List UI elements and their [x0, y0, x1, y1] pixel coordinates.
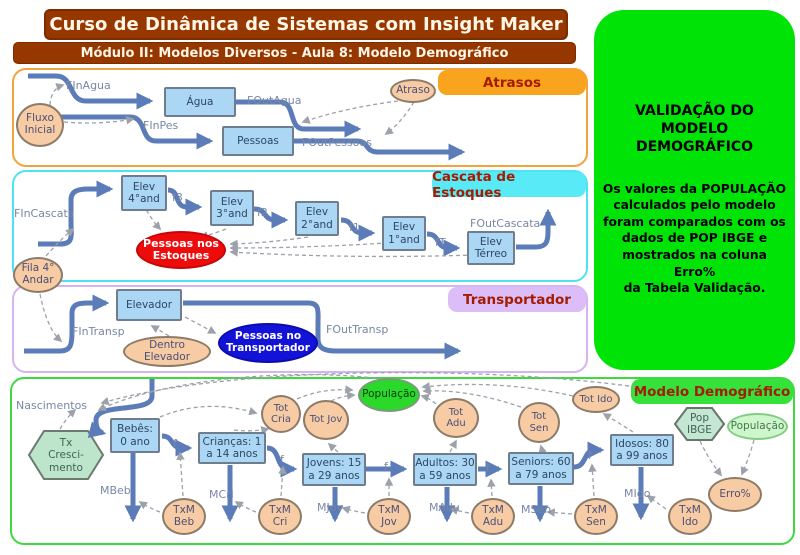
flow-label-madu[interactable]: MAdu: [429, 501, 460, 514]
flow-label-f1[interactable]: f1: [349, 221, 360, 234]
flow-label-fout-agua[interactable]: FOutAgua: [247, 94, 302, 107]
variable-atraso[interactable]: Atraso: [390, 79, 436, 103]
variable-tot-ido[interactable]: Tot Ido: [572, 386, 620, 413]
stock-adultos[interactable]: Adultos: 30 a 59 anos: [413, 453, 477, 486]
stock-pessoas[interactable]: Pessoas: [222, 126, 294, 156]
stock-agua[interactable]: Água: [164, 87, 236, 117]
panel-cascata-header: Cascata de Estoques: [432, 169, 586, 201]
stock-idosos[interactable]: Idosos: 80 a 99 anos: [610, 434, 674, 466]
panel-demografico: Modelo Demográfico: [10, 377, 795, 545]
flow-label-f-jovens[interactable]: f: [384, 460, 388, 473]
flow-label-fin-agua[interactable]: FInAgua: [66, 79, 111, 92]
flow-label-mjov[interactable]: MJov: [317, 501, 343, 514]
stock-elev-terreo[interactable]: Elev Térreo: [467, 231, 515, 265]
variable-fila-4-andar[interactable]: Fila 4° Andar: [13, 257, 63, 293]
stock-seniors[interactable]: Seniors: 60 a 79 anos: [508, 452, 574, 485]
flow-label-fin-pes[interactable]: FInPes: [143, 119, 179, 132]
converter-pop-ibge[interactable]: Pop IBGE: [687, 411, 712, 436]
flow-label-fin-transp[interactable]: FInTransp: [72, 325, 125, 338]
variable-tot-sen[interactable]: Tot Sen: [518, 402, 560, 443]
flow-label-f3[interactable]: f3: [172, 191, 183, 204]
note-pessoas-transportador[interactable]: Pessoas no Transportador: [218, 323, 318, 363]
converter-tx-crescimento[interactable]: Tx Cresci- mento: [48, 437, 84, 474]
flow-label-f-adultos[interactable]: f: [486, 462, 490, 475]
flow-label-mbeb[interactable]: MBeb: [100, 484, 131, 497]
panel-cascata: Cascata de Estoques: [12, 169, 588, 282]
panel-atrasos-header: Atrasos: [438, 70, 586, 95]
variable-tot-adu[interactable]: Tot Adu: [433, 398, 479, 438]
variable-tot-cria[interactable]: Tot Cria: [261, 395, 301, 433]
stock-elev-1[interactable]: Elev 1°and: [382, 216, 426, 251]
flow-label-fin-cascata[interactable]: FInCascata: [14, 207, 75, 220]
panel-transportador-header: Transportador: [448, 287, 586, 312]
flow-label-mcri[interactable]: MCri: [209, 488, 234, 501]
flow-label-f-criancas[interactable]: f: [280, 453, 284, 466]
validation-title: VALIDAÇÃO DO MODELO DEMOGRÁFICO: [635, 103, 754, 156]
flow-label-nascimentos[interactable]: Nascimentos: [16, 399, 88, 412]
panel-demografico-header: Modelo Demográfico: [631, 379, 793, 404]
flow-label-fout-transp[interactable]: FOutTransp: [326, 323, 389, 336]
flow-label-msen[interactable]: MSen: [521, 503, 552, 516]
flow-label-f-seniors[interactable]: f: [588, 449, 592, 462]
variable-populacao[interactable]: População: [358, 378, 420, 412]
note-pessoas-estoques[interactable]: Pessoas nos Estoques: [136, 231, 226, 269]
flow-label-ft[interactable]: fT: [435, 236, 446, 249]
flow-label-fout-pessoas[interactable]: FOutPessoas: [302, 136, 372, 149]
validation-note: VALIDAÇÃO DO MODELO DEMOGRÁFICO Os valor…: [594, 10, 795, 370]
stock-elevador[interactable]: Elevador: [116, 289, 182, 321]
stock-elev-3[interactable]: Elev 3°and: [210, 190, 254, 226]
panel-atrasos: Atrasos: [12, 68, 588, 167]
stock-fluxo-inicial[interactable]: Fluxo Inicial: [16, 103, 64, 147]
stock-elev-4[interactable]: Elev 4°and: [121, 175, 167, 211]
variable-txm-adu[interactable]: TxM Adu: [471, 498, 515, 535]
module-subtitle: Módulo II: Modelos Diversos - Aula 8: Mo…: [13, 42, 576, 64]
variable-txm-jov[interactable]: TxM Jov: [367, 498, 411, 535]
variable-erro[interactable]: Erro%: [708, 477, 762, 512]
stock-bebes[interactable]: Bebês: 0 ano: [110, 418, 160, 453]
variable-txm-ido[interactable]: TxM Ido: [668, 498, 712, 535]
flow-label-f2[interactable]: f2: [257, 206, 268, 219]
variable-txm-sen[interactable]: TxM Sen: [574, 498, 618, 535]
stock-elev-2[interactable]: Elev 2°and: [295, 201, 339, 236]
flow-label-fout-cascata[interactable]: FOutCascata: [470, 217, 541, 230]
variable-txm-beb[interactable]: TxM Beb: [162, 498, 206, 535]
flow-label-f-bebes[interactable]: f: [173, 437, 177, 450]
flow-label-mido[interactable]: MIdo: [624, 487, 651, 500]
stock-criancas[interactable]: Crianças: 1 a 14 anos: [198, 432, 266, 464]
stock-jovens[interactable]: Jovens: 15 a 29 anos: [302, 453, 366, 486]
course-title: Curso de Dinâmica de Sistemas com Insigh…: [44, 9, 568, 40]
variable-txm-cri[interactable]: TxM Cri: [258, 498, 302, 535]
variable-tot-jov[interactable]: Tot Jov: [303, 400, 349, 440]
variable-populacao-ref[interactable]: População: [727, 413, 788, 440]
validation-body: Os valores da POPULAÇÃO calculados pelo …: [602, 181, 787, 296]
variable-dentro-elevador[interactable]: Dentro Elevador: [123, 336, 211, 367]
